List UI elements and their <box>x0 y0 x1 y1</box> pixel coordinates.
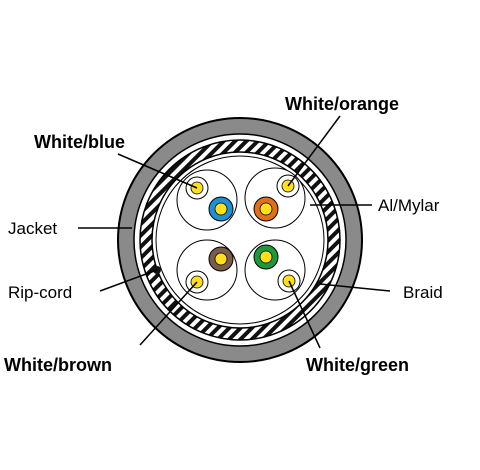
label-braid: Braid <box>403 283 443 302</box>
leader-rip-cord <box>99 269 158 292</box>
leader-braid <box>319 283 391 292</box>
label-al-mylar: Al/Mylar <box>378 196 440 215</box>
leader-white-brown <box>139 281 198 346</box>
pair-blue <box>176 169 238 231</box>
leader-white-blue <box>117 153 198 189</box>
pair-brown <box>176 239 238 301</box>
leader-white-green <box>288 280 321 349</box>
label-white-brown: White/brown <box>4 355 112 375</box>
pair-green <box>244 239 306 301</box>
leader-white-orange <box>287 115 341 187</box>
pair-orange <box>244 167 306 229</box>
label-white-orange: White/orange <box>285 94 399 114</box>
label-rip-cord: Rip-cord <box>8 283 72 302</box>
leader-lines <box>78 115 391 349</box>
label-white-green: White/green <box>306 355 409 375</box>
label-jacket: Jacket <box>8 219 57 238</box>
label-white-blue: White/blue <box>34 132 125 152</box>
